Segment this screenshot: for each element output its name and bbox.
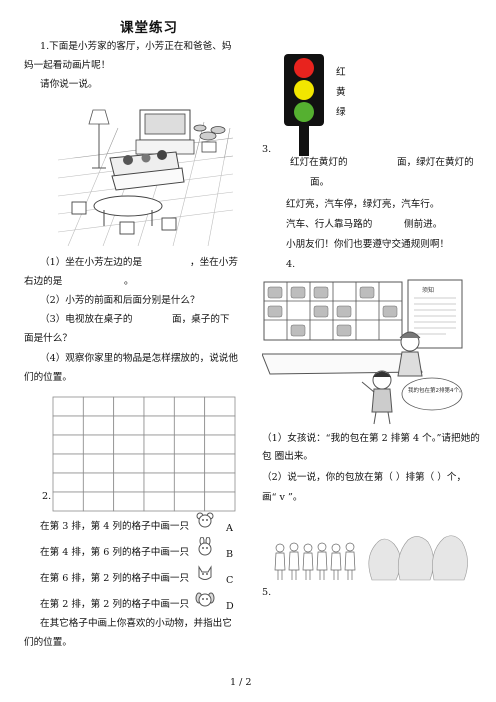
q3-line3-part1: 汽车、行人靠马路的 [286, 219, 373, 230]
grid-cell[interactable] [113, 434, 145, 455]
grid-cell[interactable] [143, 491, 175, 512]
children-trees-illustration [272, 530, 476, 584]
q1-sub3-part2: 面，桌子的下 [172, 314, 230, 325]
q2-line-4: 在第 2 排，第 2 列的格子中画一只 [40, 599, 190, 610]
q1-intro-line1: 1.下面是小芳家的客厅，小芳正在和爸爸、妈 [40, 41, 232, 52]
grid-cell[interactable] [173, 434, 206, 455]
q1-sub1-part1: （1）坐在小芳左边的是 [40, 257, 143, 268]
q1-intro-line2: 妈一起看动画片呢！ [24, 60, 111, 71]
q1-sub1-part4: 。 [124, 276, 134, 287]
grid-cell[interactable] [204, 453, 236, 474]
q1-sub3-part1: （3）电视放在桌子的 [40, 314, 133, 325]
grid-cell[interactable] [52, 472, 84, 493]
living-room-illustration [58, 98, 233, 246]
grid-cell[interactable] [173, 491, 206, 512]
q2-closing-line2: 们的位置。 [24, 637, 72, 648]
grid-cell[interactable] [204, 472, 236, 493]
q1-sub1-part3: 右边的是 [24, 276, 63, 287]
grid-cell[interactable] [52, 491, 84, 512]
q1-sub4-part1: （4）观察你家里的物品是怎样摆放的，说说他 [40, 353, 238, 364]
q2-letter-a: A [226, 523, 233, 534]
living-room-drawing [58, 109, 233, 246]
grid-cell[interactable] [82, 415, 115, 436]
grid-cell[interactable] [82, 396, 115, 417]
q2-number: 2. [42, 491, 52, 502]
q2-letter-c: C [226, 575, 234, 586]
speech-bubble-text: 我的包在第2排第4个。 [408, 386, 465, 394]
q3-line1-part1: 红灯在黄灯的 [290, 157, 348, 168]
grid-cell[interactable] [52, 434, 84, 455]
grid-cell[interactable] [173, 415, 206, 436]
children-trees-drawing [274, 535, 468, 581]
grid-cell[interactable] [204, 491, 236, 512]
grid-cell[interactable] [113, 472, 145, 493]
q3-line4: 小朋友们！你们也要遵守交通规则啊！ [286, 239, 450, 250]
q3-line2: 红灯亮，汽车停，绿灯亮，汽车行。 [286, 199, 440, 210]
cat-icon [198, 565, 212, 580]
grid-cell[interactable] [143, 396, 175, 417]
grid-cell[interactable] [52, 415, 84, 436]
q2-closing-line1: 在其它格子中画上你喜欢的小动物，并指出它 [40, 618, 232, 629]
q4-sub1-line1: （1）女孩说：“我的包在第 2 排第 4 个。”请把她的 [262, 433, 480, 444]
q2-line-3: 在第 6 排，第 2 列的格子中画一只 [40, 573, 190, 584]
light-label-green: 绿 [336, 107, 346, 118]
grid-cell[interactable] [204, 434, 236, 455]
bear-icon [196, 512, 214, 528]
grid-cell[interactable] [52, 453, 84, 474]
q2-letter-d: D [226, 601, 234, 612]
q1-sub1-part2: ，坐在小芳 [190, 257, 238, 268]
grid-cell[interactable] [113, 491, 145, 512]
page-title: 课堂练习 [120, 20, 178, 36]
traffic-light-icon [284, 54, 324, 156]
q4-sub1-line2: 包 圈出来。 [262, 451, 314, 462]
light-label-red: 红 [336, 67, 346, 78]
grid-cell[interactable] [143, 453, 175, 474]
bag-shelf-drawing: 须知 我的包在第2排第4个。 [262, 279, 465, 425]
grid-cell[interactable] [82, 434, 115, 455]
q3-line3-part2: 侧前进。 [404, 219, 443, 230]
grid-cell[interactable] [143, 415, 175, 436]
drawing-grid[interactable] [52, 396, 236, 512]
q1-sub3-part3: 面是什么？ [24, 333, 72, 344]
q2-letter-b: B [226, 549, 234, 560]
grid-cell[interactable] [113, 415, 145, 436]
grid-cell[interactable] [113, 396, 145, 417]
q3-line1-part3: 面。 [310, 177, 330, 188]
q3-line1-part2: 面，绿灯在黄灯的 [397, 157, 474, 168]
page-number: 1 / 2 [230, 677, 252, 688]
q4-sub2-line1: （2）说一说，你的包放在第（ ）排第（ ）个， [262, 472, 467, 483]
rabbit-icon [198, 537, 212, 556]
grid-cell[interactable] [143, 434, 175, 455]
grid-cell[interactable] [82, 491, 115, 512]
q1-prompt: 请你说一说。 [40, 79, 98, 90]
grid-cell[interactable] [143, 472, 175, 493]
grid-cell[interactable] [204, 396, 236, 417]
q1-sub4-part2: 们的位置。 [24, 372, 72, 383]
q2-line-2: 在第 4 排，第 6 列的格子中画一只 [40, 547, 190, 558]
q2-line-1: 在第 3 排，第 4 列的格子中画一只 [40, 521, 190, 532]
q4-sub2-line2: 画“ v ”。 [262, 492, 303, 503]
grid-cell[interactable] [82, 453, 115, 474]
notice-title: 须知 [422, 286, 434, 294]
q5-number: 5. [262, 587, 272, 598]
light-label-yellow: 黄 [336, 87, 346, 98]
grid-cell[interactable] [204, 415, 236, 436]
dog-icon [195, 592, 215, 607]
grid-cell[interactable] [173, 472, 206, 493]
grid-cell[interactable] [173, 453, 206, 474]
grid-cell[interactable] [52, 396, 84, 417]
grid-cell[interactable] [113, 453, 145, 474]
bag-shelf-illustration: 须知 我的包在第2排第4个。 [262, 276, 472, 426]
q4-number: 4. [286, 259, 296, 270]
q1-sub2: （2）小芳的前面和后面分别是什么？ [40, 295, 200, 306]
grid-cell[interactable] [173, 396, 206, 417]
q3-number: 3. [262, 144, 272, 155]
grid-cell[interactable] [82, 472, 115, 493]
